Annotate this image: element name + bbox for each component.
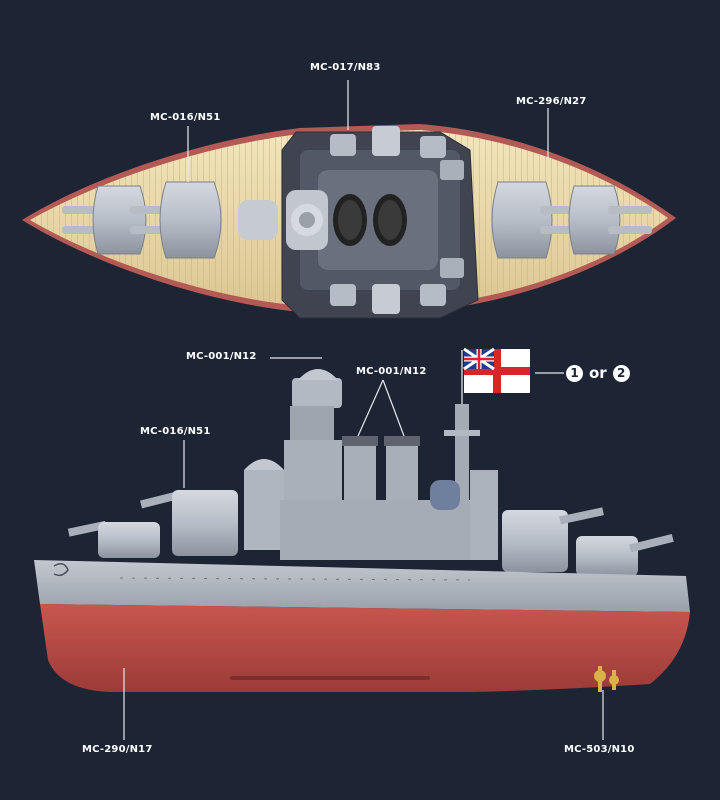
side-turret-x	[502, 507, 604, 572]
option-2-badge: 2	[612, 364, 630, 382]
callout-side-funnels: MC-001/N12	[356, 366, 427, 377]
side-hull-lower	[40, 604, 690, 692]
option-1-badge: 1	[566, 364, 583, 382]
side-view	[34, 347, 690, 692]
callout-top-superstructure: MC-017/N83	[310, 62, 381, 73]
top-turret-y	[568, 185, 652, 255]
callout-top-turret-fwd: MC-016/N51	[150, 112, 221, 123]
callout-side-turret: MC-016/N51	[140, 426, 211, 437]
top-turret-x	[491, 181, 580, 259]
leader-lines	[123, 80, 604, 740]
flag-option-note: 1 or 2	[566, 364, 630, 382]
side-turret-a	[67, 520, 160, 558]
callout-side-hull: MC-290/N17	[82, 744, 153, 755]
top-turret-b	[130, 181, 222, 259]
option-separator: or	[589, 364, 607, 382]
side-turret-b	[140, 490, 238, 556]
propeller	[594, 666, 619, 692]
side-turret-y	[576, 533, 674, 576]
callout-side-propeller: MC-503/N10	[564, 744, 635, 755]
side-hull-upper	[34, 560, 690, 612]
top-turret-a	[62, 185, 147, 255]
callout-top-turret-aft: MC-296/N27	[516, 96, 587, 107]
top-view	[22, 124, 676, 319]
white-ensign-flag	[463, 347, 530, 393]
callout-side-mast-top: MC-001/N12	[186, 351, 257, 362]
